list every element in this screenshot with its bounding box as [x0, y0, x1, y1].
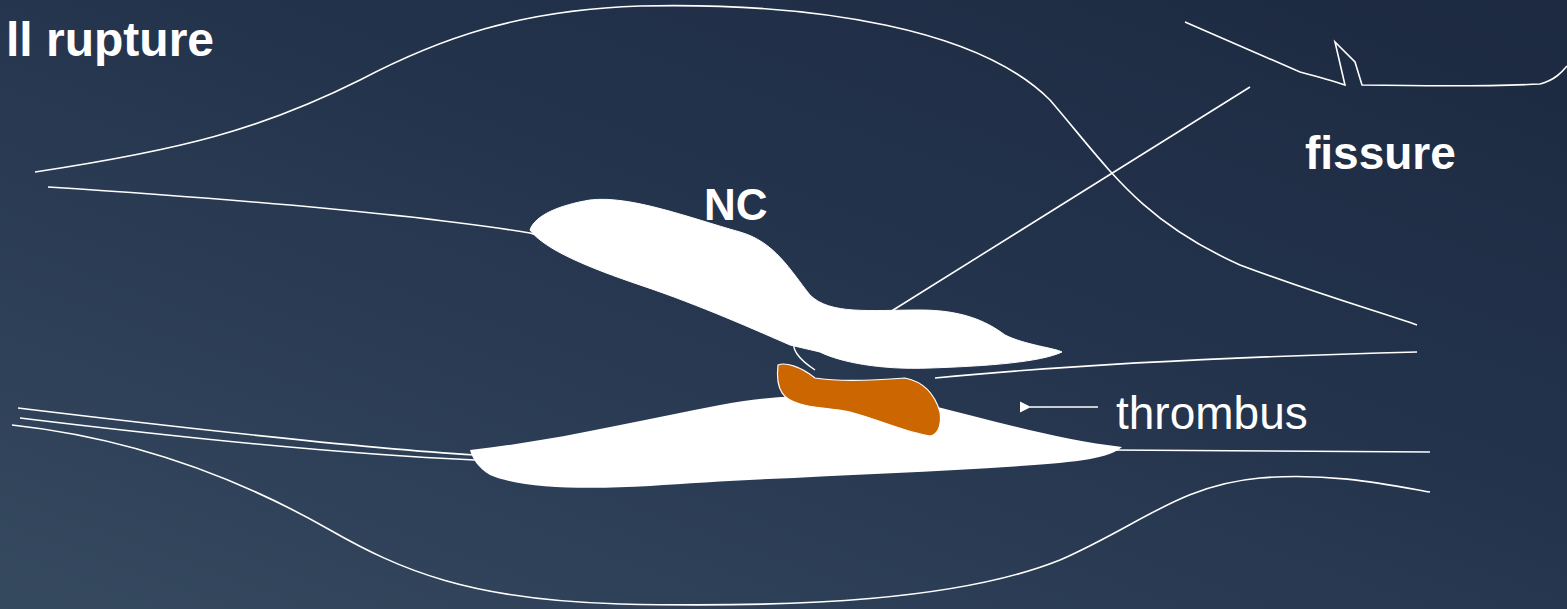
rupture-flap [805, 338, 840, 358]
rupture-flap [770, 335, 795, 338]
fissure-outline [1185, 22, 1567, 86]
plaque [470, 395, 1122, 488]
pointer-arrow [1030, 406, 1098, 408]
part-label: NC [704, 183, 768, 227]
rupture-flap [794, 340, 815, 370]
leader-line [890, 87, 1250, 312]
necrotic-core [530, 199, 1062, 368]
lumen-wall [18, 408, 475, 455]
slide-title: ll rupture [6, 16, 214, 64]
thrombus [777, 364, 940, 436]
lumen-wall [20, 418, 475, 460]
part-label: fissure [1305, 130, 1456, 176]
part-label: thrombus [1116, 390, 1308, 436]
lumen-wall [1110, 450, 1430, 452]
